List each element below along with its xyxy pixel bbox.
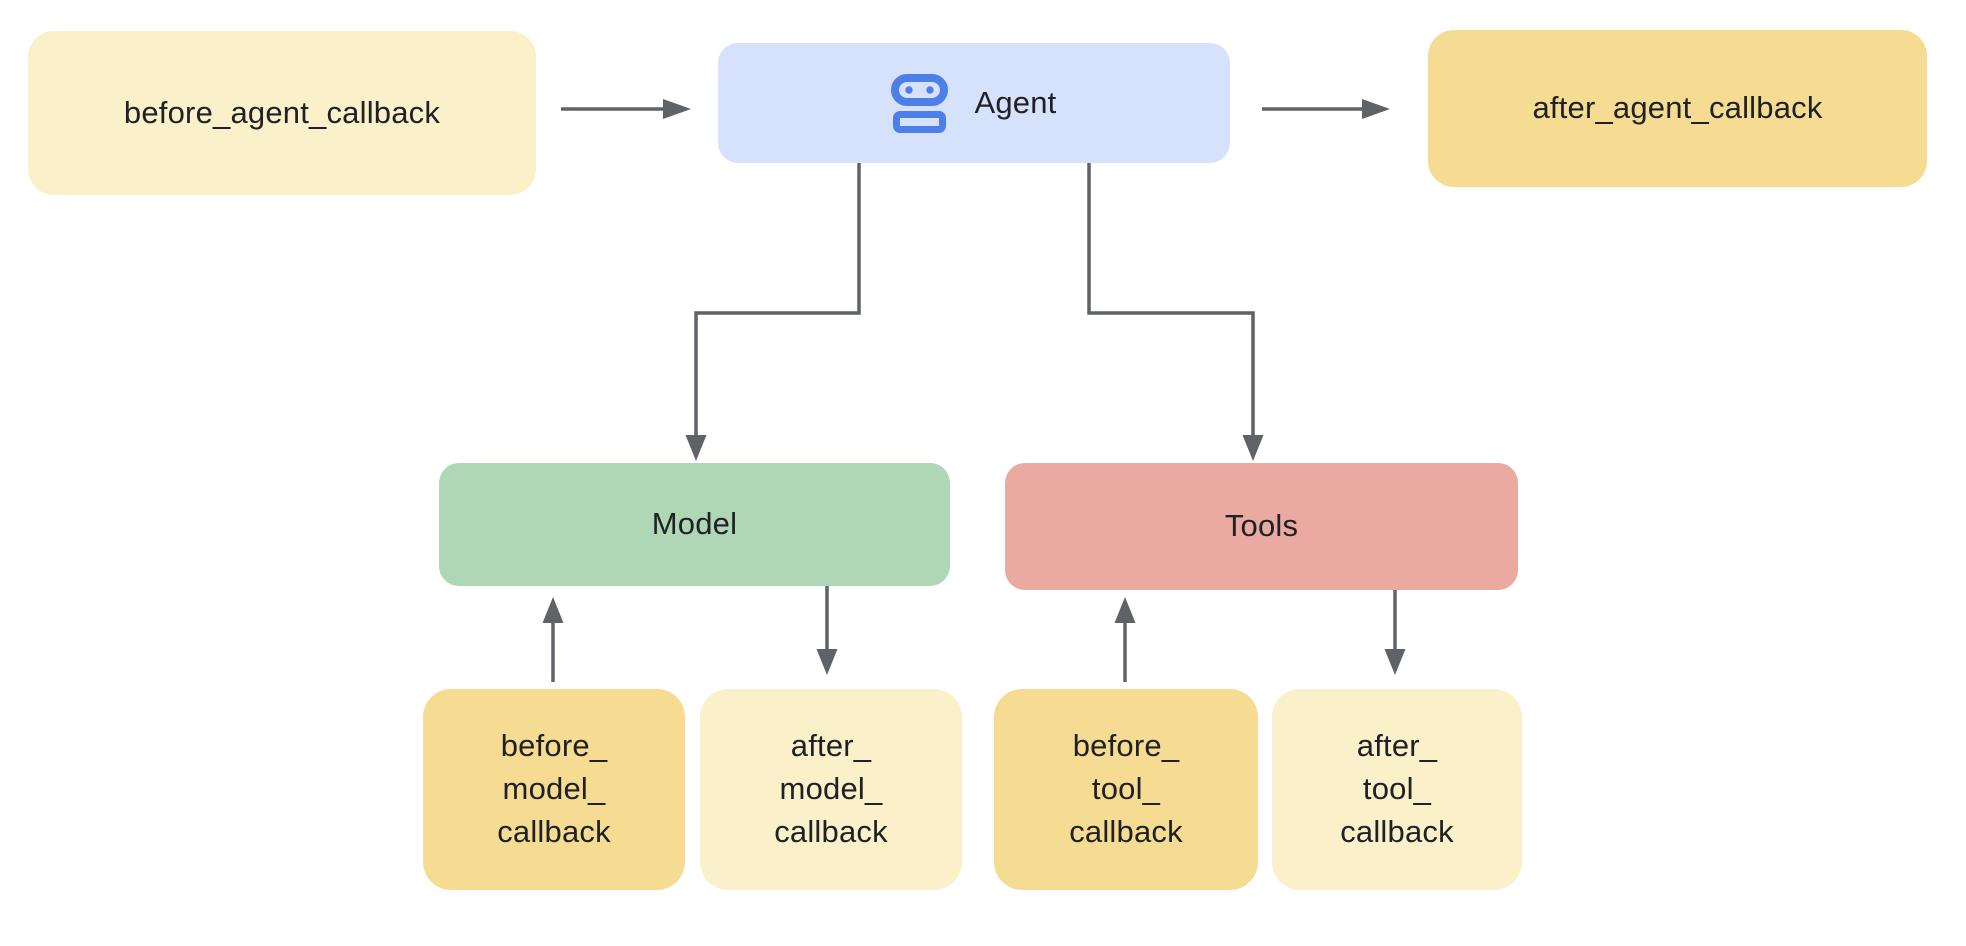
edge-model-to-after-model xyxy=(816,586,838,675)
node-tools: Tools xyxy=(1005,463,1518,590)
edge-agent-to-after-agent xyxy=(1262,99,1390,119)
arrowhead xyxy=(542,597,564,623)
edge-agent-to-tools xyxy=(1087,163,1264,461)
edge-tools-to-after-tool xyxy=(1384,590,1406,675)
node-label: after_ model_ callback xyxy=(774,728,888,849)
node-after-tool-callback: after_ tool_ callback xyxy=(1272,689,1522,890)
arrowhead xyxy=(1362,99,1390,119)
arrowhead xyxy=(685,435,707,461)
node-label: Agent xyxy=(974,84,1057,120)
node-label: before_agent_callback xyxy=(123,94,441,130)
node-before-agent-callback: before_agent_callback xyxy=(28,31,536,195)
node-model: Model xyxy=(439,463,950,586)
edge-before-tool-to-tools xyxy=(1114,597,1136,682)
arrowhead xyxy=(1384,649,1406,675)
robot-icon xyxy=(891,73,949,133)
arrowhead xyxy=(663,99,691,119)
node-agent: Agent xyxy=(718,43,1230,163)
edge-agent-to-model xyxy=(685,163,861,461)
node-before-tool-callback: before_ tool_ callback xyxy=(994,689,1258,890)
node-label: Model xyxy=(651,506,738,542)
node-after-model-callback: after_ model_ callback xyxy=(700,689,962,890)
node-label: before_ model_ callback xyxy=(497,728,611,849)
edge-before-agent-to-agent xyxy=(561,99,691,119)
arrowhead xyxy=(1242,435,1264,461)
arrowhead xyxy=(816,649,838,675)
edge-before-model-to-model xyxy=(542,597,564,682)
node-after-agent-callback: after_agent_callback xyxy=(1428,30,1927,187)
node-before-model-callback: before_ model_ callback xyxy=(423,689,685,890)
arrowhead xyxy=(1114,597,1136,623)
node-label: before_ tool_ callback xyxy=(1069,728,1183,849)
node-label: after_agent_callback xyxy=(1532,90,1823,126)
node-label: after_ tool_ callback xyxy=(1340,728,1454,849)
node-label: Tools xyxy=(1224,508,1299,544)
